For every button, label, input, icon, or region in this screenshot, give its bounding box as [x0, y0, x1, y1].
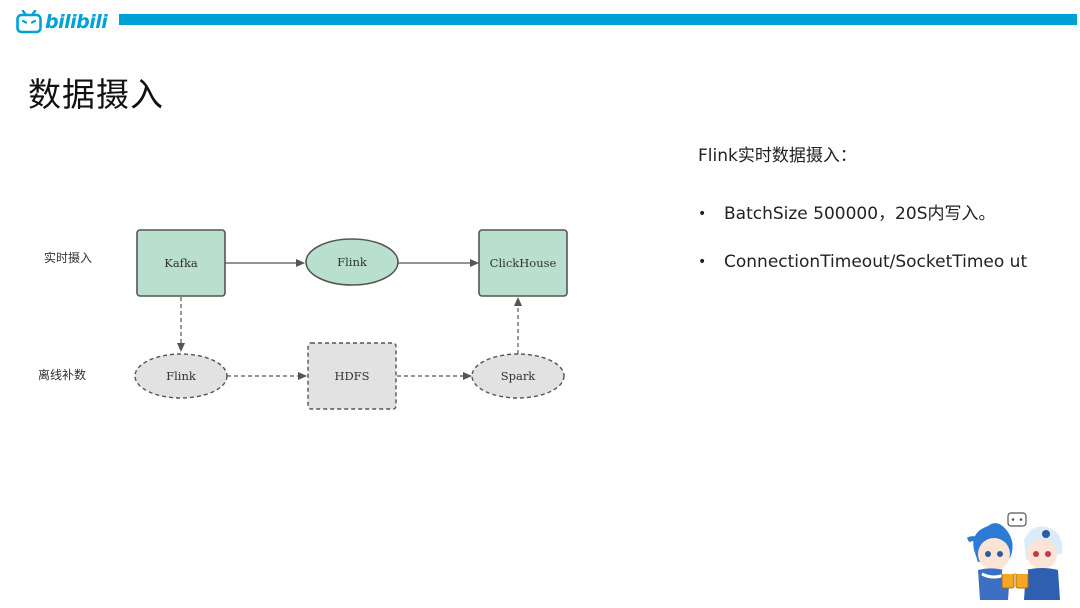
node-kafka: Kafka	[136, 229, 226, 297]
node-flink-offline: Flink	[134, 353, 228, 399]
notes-bullet-item: • ConnectionTimeout/SocketTimeo ut	[698, 238, 1038, 286]
node-flink-offline-label: Flink	[166, 369, 197, 383]
bullet-icon: •	[698, 254, 707, 270]
notes-intro: Flink实时数据摄入：	[698, 146, 857, 166]
node-hdfs-label: HDFS	[334, 369, 369, 383]
page-title: 数据摄入	[28, 75, 164, 114]
row-label-realtime: 实时摄入	[44, 250, 92, 265]
node-flink-realtime-label: Flink	[337, 255, 368, 269]
node-kafka-label: Kafka	[164, 256, 198, 270]
header-accent-bar	[119, 14, 1077, 25]
node-spark: Spark	[471, 353, 565, 399]
notes-bullet-item: • BatchSize 500000，20S内写入。	[698, 190, 1038, 238]
bilibili-logo: bilibili	[16, 10, 108, 34]
node-clickhouse-label: ClickHouse	[490, 256, 557, 270]
logo-text: bilibili	[45, 11, 108, 33]
notes-bullet-text: BatchSize 500000，20S内写入。	[724, 204, 996, 224]
notes-panel: Flink实时数据摄入： • BatchSize 500000，20S内写入。 …	[698, 142, 1038, 286]
notes-list: • BatchSize 500000，20S内写入。 • ConnectionT…	[698, 190, 1038, 286]
tv-logo-icon	[16, 10, 42, 34]
bullet-icon: •	[698, 206, 707, 222]
bilibili-mascots-icon	[966, 512, 1063, 600]
node-spark-label: Spark	[501, 369, 537, 383]
node-clickhouse: ClickHouse	[478, 229, 568, 297]
node-flink-realtime: Flink	[305, 238, 399, 286]
notes-bullet-text: ConnectionTimeout/SocketTimeo ut	[724, 252, 1028, 272]
node-hdfs: HDFS	[307, 342, 397, 410]
row-label-offline: 离线补数	[38, 367, 86, 382]
